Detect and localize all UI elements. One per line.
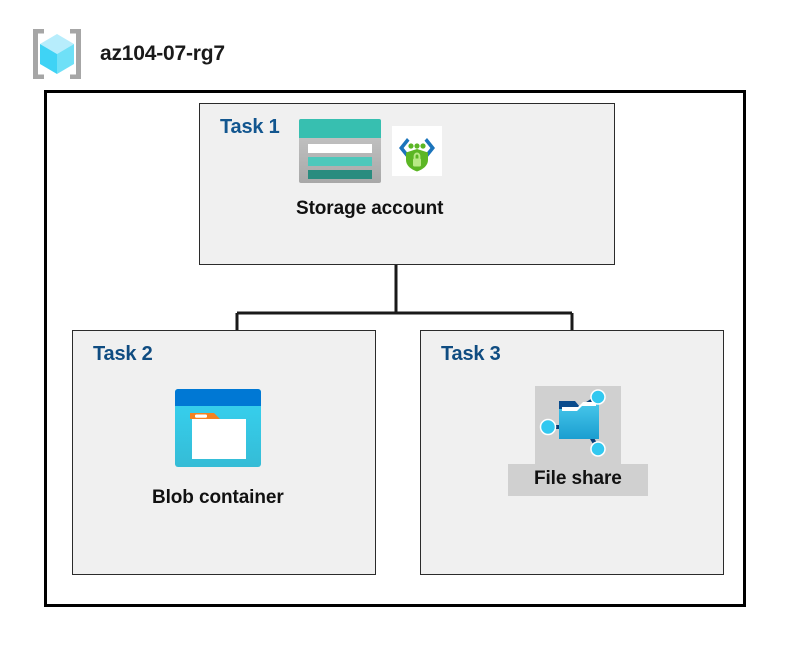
blob-container-node: Blob container bbox=[152, 388, 284, 509]
file-share-icon bbox=[539, 387, 617, 464]
task-2-box: Task 2 bbox=[72, 330, 376, 575]
resource-group-header: az104-07-rg7 bbox=[28, 26, 225, 82]
resource-group-name: az104-07-rg7 bbox=[100, 42, 225, 65]
blob-container-icon bbox=[174, 388, 262, 473]
secure-endpoint-shield-icon bbox=[391, 126, 442, 181]
file-share-caption: File share bbox=[508, 464, 648, 496]
resource-group-cube-icon bbox=[28, 26, 86, 82]
blob-container-caption: Blob container bbox=[152, 487, 284, 508]
storage-account-icon-group bbox=[298, 118, 442, 189]
task-3-label: Task 3 bbox=[441, 343, 501, 365]
storage-account-icon bbox=[298, 118, 382, 189]
file-share-node: File share bbox=[508, 386, 648, 496]
storage-account-caption: Storage account bbox=[296, 198, 444, 219]
task-1-label: Task 1 bbox=[220, 116, 280, 138]
storage-account-node: Storage account bbox=[296, 118, 443, 220]
file-share-icon-backdrop bbox=[534, 386, 621, 464]
resource-group-boundary bbox=[44, 90, 746, 607]
task-2-label: Task 2 bbox=[93, 343, 153, 365]
